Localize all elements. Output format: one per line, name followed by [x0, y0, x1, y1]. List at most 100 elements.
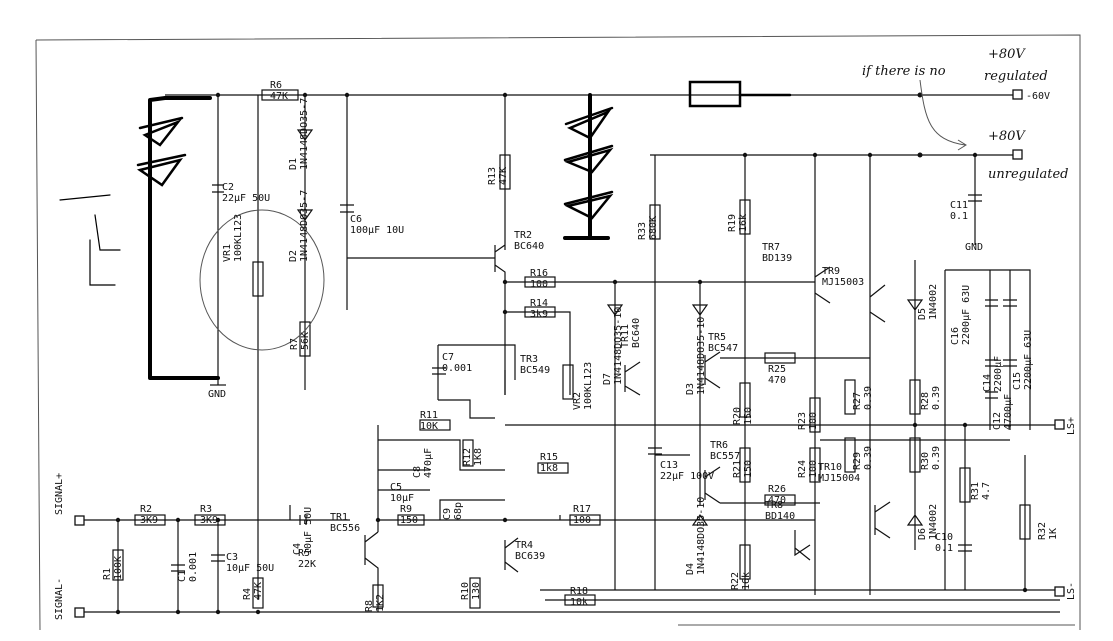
tr10	[874, 501, 891, 539]
r7-body	[299, 321, 311, 357]
label-ls-pos: LS+	[1066, 417, 1077, 435]
component-label-d5: D51N4002	[917, 284, 939, 320]
label-ls-neg: LS-	[1066, 582, 1077, 600]
r14-body	[524, 306, 556, 318]
r6-body	[261, 89, 299, 101]
component-id-tr7: TR7	[762, 242, 780, 253]
component-label-r7: R756K	[289, 332, 311, 350]
c13	[648, 447, 690, 456]
component-id-tr8: TR8	[765, 500, 783, 511]
component-id-tr3: TR3	[520, 354, 538, 365]
component-value-r14: 3k9	[530, 309, 548, 320]
component-value-r17: 100	[573, 515, 591, 526]
r12-body	[462, 439, 474, 467]
tr11-d7	[606, 282, 641, 590]
component-value-c14: 2200µF	[993, 356, 1004, 392]
c6-branch	[340, 95, 354, 310]
component-value-d2: 1N4148DO35-7	[299, 190, 310, 262]
component-label-r23: R23100	[797, 412, 819, 430]
component-value-r32: 1K	[1048, 528, 1059, 540]
r31-body	[959, 467, 971, 503]
tr7	[814, 155, 831, 595]
component-id-r10: R10	[460, 582, 471, 600]
component-label-r31: R314.7	[970, 482, 992, 500]
r30-body	[909, 437, 921, 473]
handdrawn-zener-left	[136, 116, 187, 187]
r28-body	[909, 379, 921, 415]
component-id-c5: C5	[390, 482, 402, 493]
component-value-c4: 10µF 50U	[303, 507, 314, 555]
r8-body	[372, 584, 384, 608]
component-id-r27: R27	[852, 392, 863, 410]
component-value-c8: 470µF	[423, 448, 434, 478]
component-label-r12: R121K8	[462, 448, 484, 466]
component-value-d7: 1N4148DO35-10	[613, 307, 624, 385]
component-id-c14: C14	[982, 374, 993, 392]
tr4	[504, 537, 519, 573]
component-value-c9: 68p	[453, 502, 464, 520]
component-id-vr1: VR1	[222, 244, 233, 262]
r3-body	[194, 514, 226, 526]
component-id-tr5: TR5	[708, 332, 726, 343]
component-value-r9: 150	[400, 515, 418, 526]
component-value-d3: 1N4148DO35-10	[696, 317, 707, 395]
handdrawn-zener-centre	[563, 106, 614, 220]
component-value-r26: 470	[768, 495, 786, 506]
tr1	[364, 531, 379, 612]
component-id-r31: R31	[970, 482, 981, 500]
component-id-r22: R22	[730, 572, 741, 590]
component-value-c1: 0.001	[188, 552, 199, 582]
component-id-r17: R17	[573, 504, 591, 515]
component-label-r8: R81K2	[364, 594, 386, 612]
component-value-d6: 1N4002	[928, 504, 939, 540]
d5-d6	[906, 260, 924, 550]
component-label-r29: R290.39	[852, 446, 874, 470]
circled-region	[199, 209, 325, 351]
component-value-vr1: 100KL123	[233, 214, 244, 262]
label-signal-neg: SIGNAL-	[54, 578, 65, 620]
component-value-c13: 22µF 100V	[660, 471, 714, 482]
component-id-r32: R32	[1037, 522, 1048, 540]
component-value-c3: 10µF 50U	[226, 563, 274, 574]
r33-r19-wires	[654, 155, 746, 590]
component-id-d5: D5	[917, 308, 928, 320]
component-value-r23: 100	[808, 412, 819, 430]
component-label-c9: C968p	[442, 502, 464, 520]
d4-symbol	[691, 513, 709, 526]
component-id-d3: D3	[685, 383, 696, 395]
component-label-r20: R20150	[732, 407, 754, 425]
component-value-r29: 0.39	[863, 446, 874, 470]
component-label-r13: R1347K	[487, 167, 509, 185]
component-id-d2: D2	[288, 250, 299, 262]
component-value-r31: 4.7	[981, 482, 992, 500]
component-id-tr9: TR9	[822, 266, 840, 277]
zobel-network	[958, 425, 1026, 590]
component-value-tr5: BC547	[708, 343, 738, 354]
component-id-r33: R33	[637, 222, 648, 240]
component-value-r28: 0.39	[931, 386, 942, 410]
component-id-c16: C16	[950, 327, 961, 345]
component-id-r1: R1	[102, 568, 113, 580]
component-value-r15: 1k8	[540, 463, 558, 474]
r1-c1-c3	[117, 520, 225, 612]
component-label-c12: C124700µF	[992, 394, 1014, 430]
component-id-tr6: TR6	[710, 440, 728, 451]
component-label-r22: R2216k	[730, 572, 752, 590]
component-id-vr2: VR2	[572, 392, 583, 410]
component-id-r18: R18	[570, 586, 588, 597]
